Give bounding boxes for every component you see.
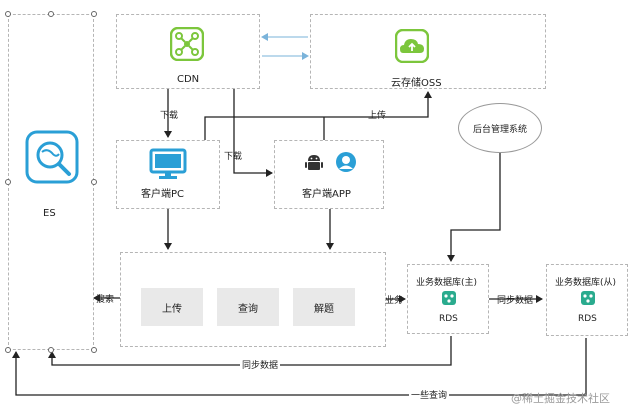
admin-label: 后台管理系统 — [472, 124, 527, 135]
edge-label-some-query: 一些查询 — [409, 388, 450, 401]
watermark: @稀土掘金技术社区 — [511, 392, 610, 405]
oss-node[interactable]: 云存储OSS — [310, 14, 546, 89]
parse-service-button[interactable]: 解题 — [293, 288, 355, 326]
admin-system-node[interactable]: 后台管理系统 — [458, 103, 542, 153]
pc-label: 客户端PC — [141, 189, 185, 200]
es-handle-tc[interactable] — [48, 11, 54, 17]
edge-label-sync-slave: 同步数据 — [497, 296, 534, 306]
es-handle-tl[interactable] — [5, 11, 11, 17]
app-label: 客户端APP — [302, 189, 351, 200]
oss-label: 云存储OSS — [391, 78, 442, 89]
services-node[interactable]: 上传 查询 解题 — [120, 252, 386, 347]
es-label: ES — [43, 208, 56, 219]
es-node[interactable]: ES — [8, 14, 94, 350]
edge-label-sync-es: 同步数据 — [240, 358, 281, 371]
db-master-sub: RDS — [439, 314, 458, 324]
android-icon — [305, 155, 323, 170]
edge-label-business: 业务 — [385, 296, 404, 306]
edge-label-upload-oss: 上传 — [368, 111, 387, 121]
upload-service-button[interactable]: 上传 — [141, 288, 203, 326]
database-icon — [442, 291, 456, 305]
edge-label-download-cdn: 下载 — [160, 111, 179, 121]
database-icon — [581, 291, 595, 305]
db-slave-node[interactable]: 业务数据库(从) RDS — [546, 264, 628, 336]
edge-label-download-app: 下载 — [224, 152, 243, 162]
monitor-icon — [149, 148, 187, 179]
app-client-node[interactable]: 客户端APP — [274, 140, 384, 209]
cdn-node[interactable]: CDN — [116, 14, 260, 89]
es-handle-bl[interactable] — [5, 347, 11, 353]
edge-slave-to-services — [12, 338, 587, 396]
cdn-network-icon — [170, 27, 204, 61]
es-handle-ml[interactable] — [5, 179, 11, 185]
db-master-node[interactable]: 业务数据库(主) RDS — [407, 264, 489, 334]
es-handle-tr[interactable] — [91, 11, 97, 17]
es-handle-br[interactable] — [91, 347, 97, 353]
edge-admin-to-master — [447, 150, 501, 262]
es-handle-mr[interactable] — [91, 179, 97, 185]
person-icon — [336, 152, 356, 172]
db-slave-title: 业务数据库(从) — [555, 278, 617, 288]
db-master-title: 业务数据库(主) — [416, 278, 478, 288]
search-engine-icon — [25, 130, 79, 184]
edge-label-search: 搜索 — [96, 295, 115, 305]
cloud-upload-icon — [395, 29, 429, 63]
query-service-button[interactable]: 查询 — [217, 288, 279, 326]
pc-client-node[interactable]: 客户端PC — [116, 140, 220, 209]
es-handle-bc[interactable] — [48, 347, 54, 353]
db-slave-sub: RDS — [578, 314, 597, 324]
edge-clients-to-oss — [204, 91, 432, 140]
cdn-label: CDN — [177, 74, 200, 85]
